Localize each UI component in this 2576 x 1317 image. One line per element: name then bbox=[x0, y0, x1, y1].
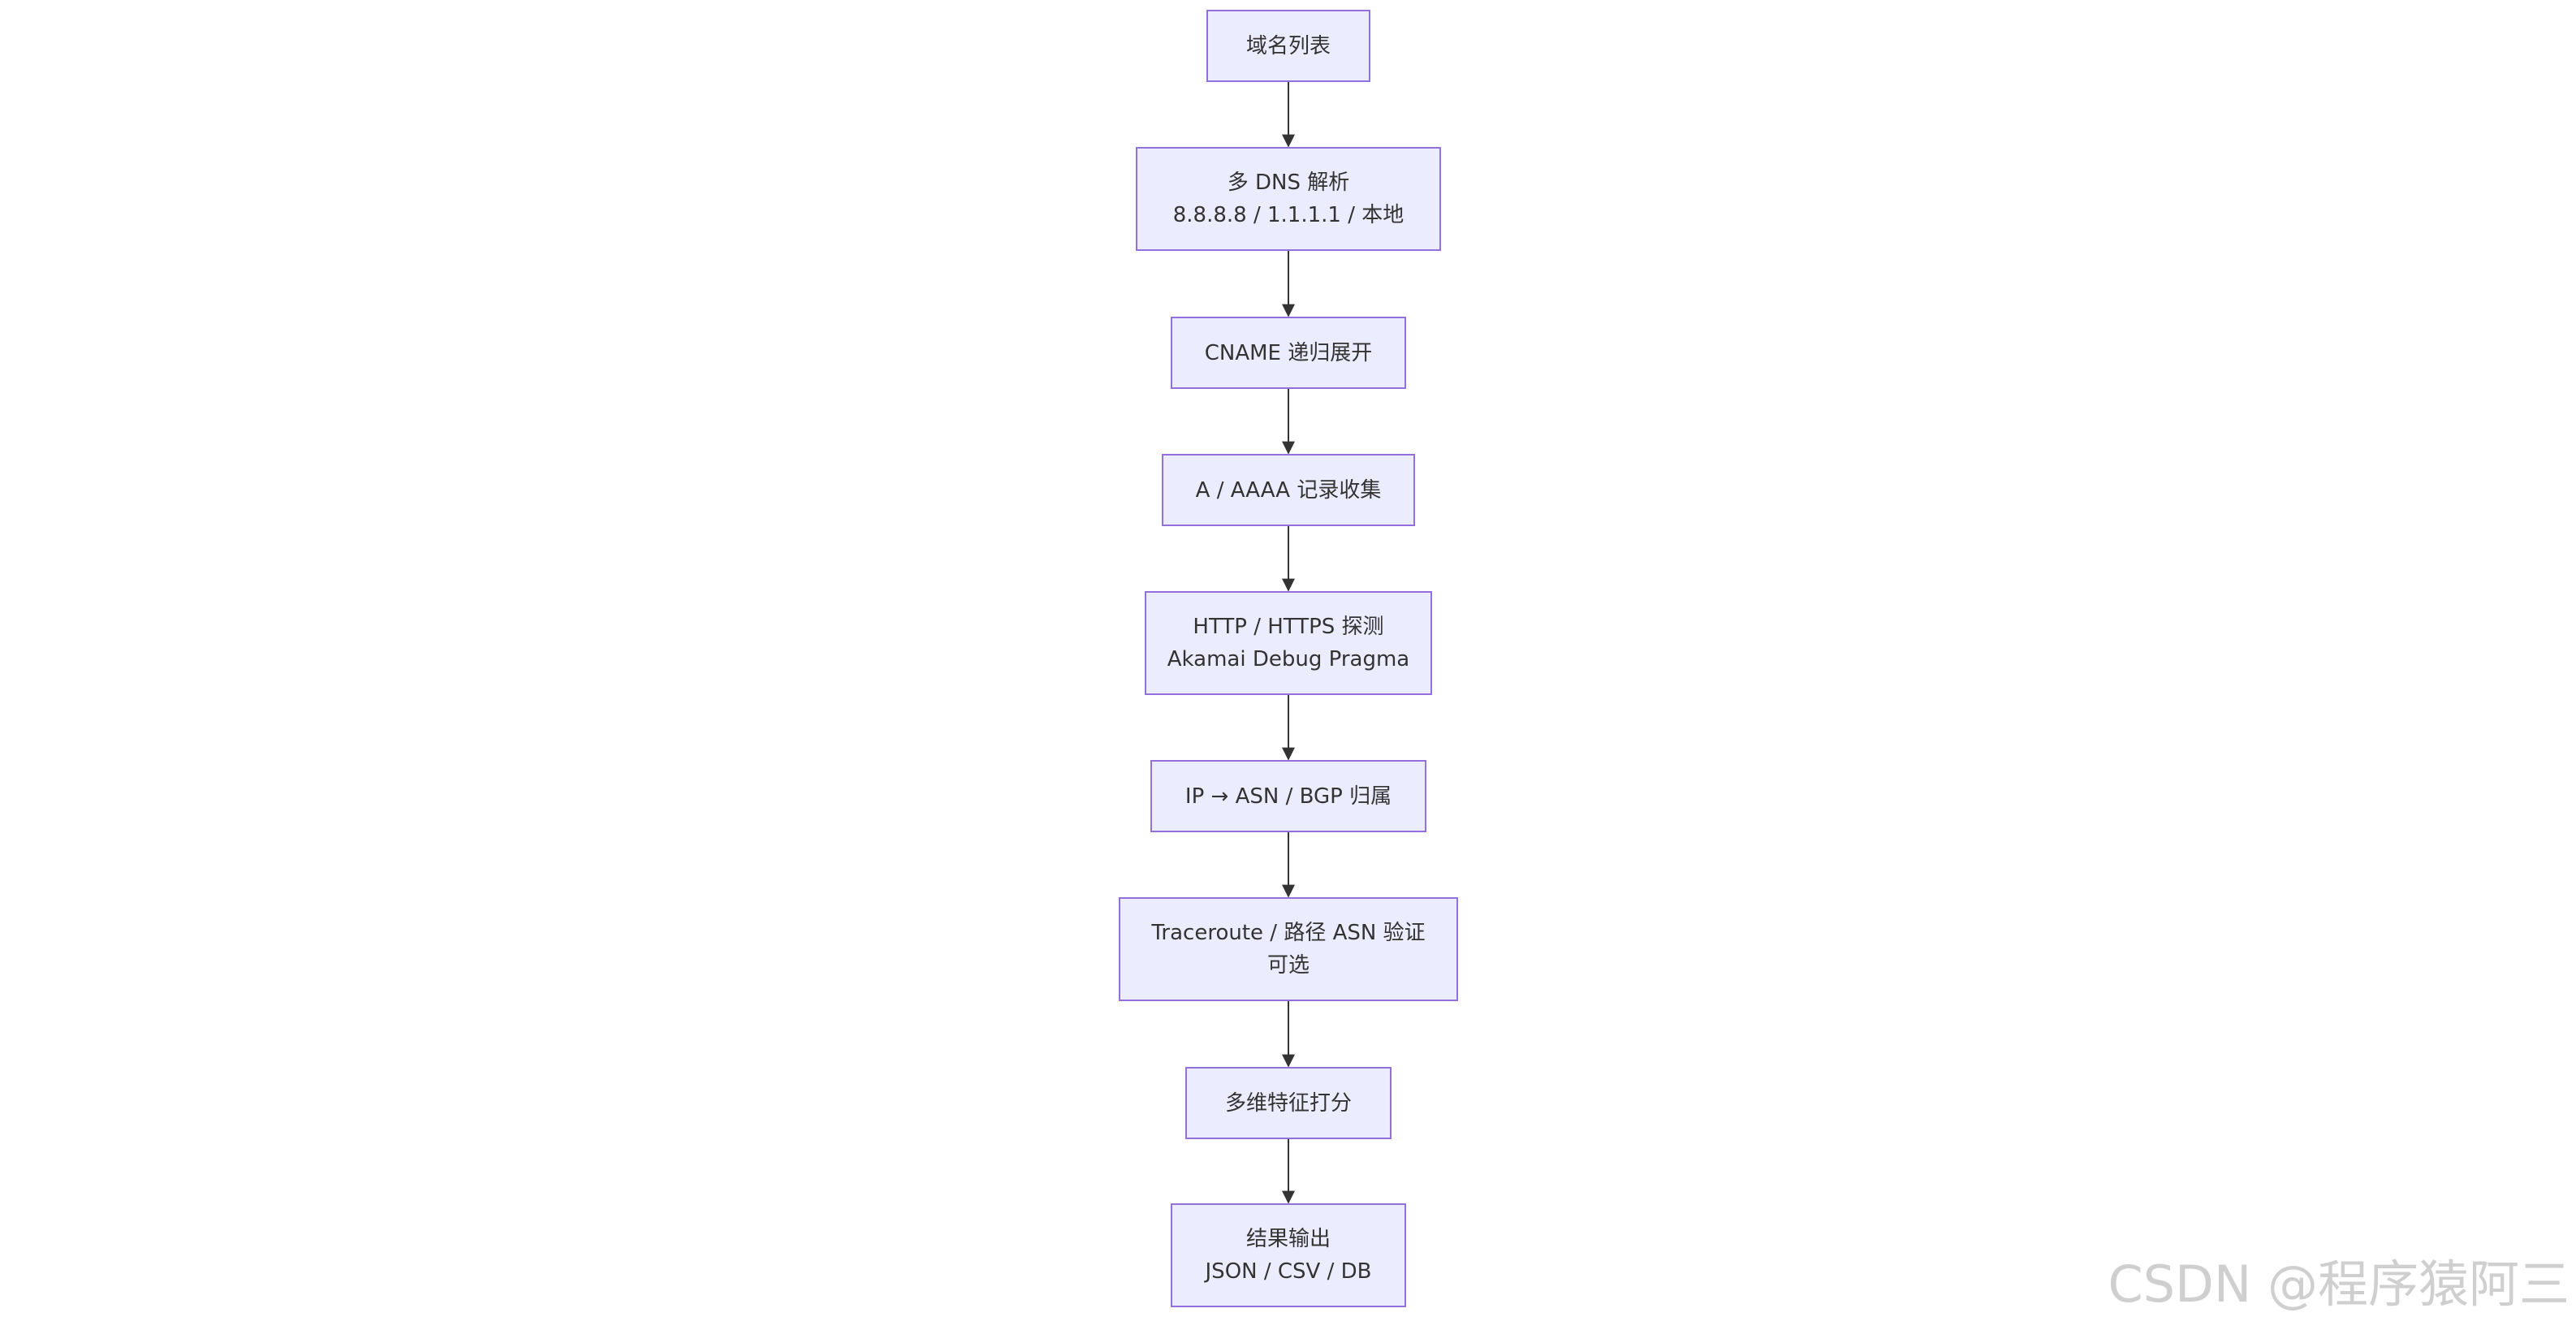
node-label-line: HTTP / HTTPS 探测 bbox=[1193, 615, 1384, 639]
node-label-line: 8.8.8.8 / 1.1.1.1 / 本地 bbox=[1172, 203, 1405, 227]
node-asn-lookup: IP → ASN / BGP 归属 bbox=[1150, 760, 1426, 832]
node-record-collect: A / AAAA 记录收集 bbox=[1162, 454, 1415, 526]
node-domain-list: 域名列表 bbox=[1206, 10, 1370, 82]
node-output: 结果输出 JSON / CSV / DB bbox=[1171, 1203, 1406, 1307]
csdn-watermark: CSDN @程序猿阿三 bbox=[2108, 1254, 2570, 1314]
node-traceroute: Traceroute / 路径 ASN 验证可选 bbox=[1119, 897, 1458, 1001]
node-http-probe: HTTP / HTTPS 探测 Akamai Debug Pragma bbox=[1145, 591, 1432, 695]
node-cname-expand: CNAME 递归展开 bbox=[1171, 317, 1406, 389]
node-label-line: Akamai Debug Pragma bbox=[1167, 647, 1410, 671]
node-label-line: 可选 bbox=[1266, 953, 1310, 978]
node-label-line: 多维特征打分 bbox=[1224, 1090, 1352, 1116]
node-label-line: JSON / CSV / DB bbox=[1205, 1259, 1372, 1284]
node-multi-dns: 多 DNS 解析 8.8.8.8 / 1.1.1.1 / 本地 bbox=[1136, 147, 1441, 251]
node-label-line: CNAME 递归展开 bbox=[1204, 340, 1373, 365]
node-label-line: 域名列表 bbox=[1245, 33, 1331, 58]
node-label-line: IP → ASN / BGP 归属 bbox=[1184, 784, 1392, 809]
node-label-line: A / AAAA 记录收集 bbox=[1195, 477, 1382, 503]
node-label-line: Traceroute / 路径 ASN 验证 bbox=[1151, 921, 1426, 945]
node-label-line: 多 DNS 解析 bbox=[1227, 171, 1350, 195]
node-label-line: 结果输出 bbox=[1245, 1227, 1331, 1251]
node-scoring: 多维特征打分 bbox=[1185, 1067, 1392, 1139]
